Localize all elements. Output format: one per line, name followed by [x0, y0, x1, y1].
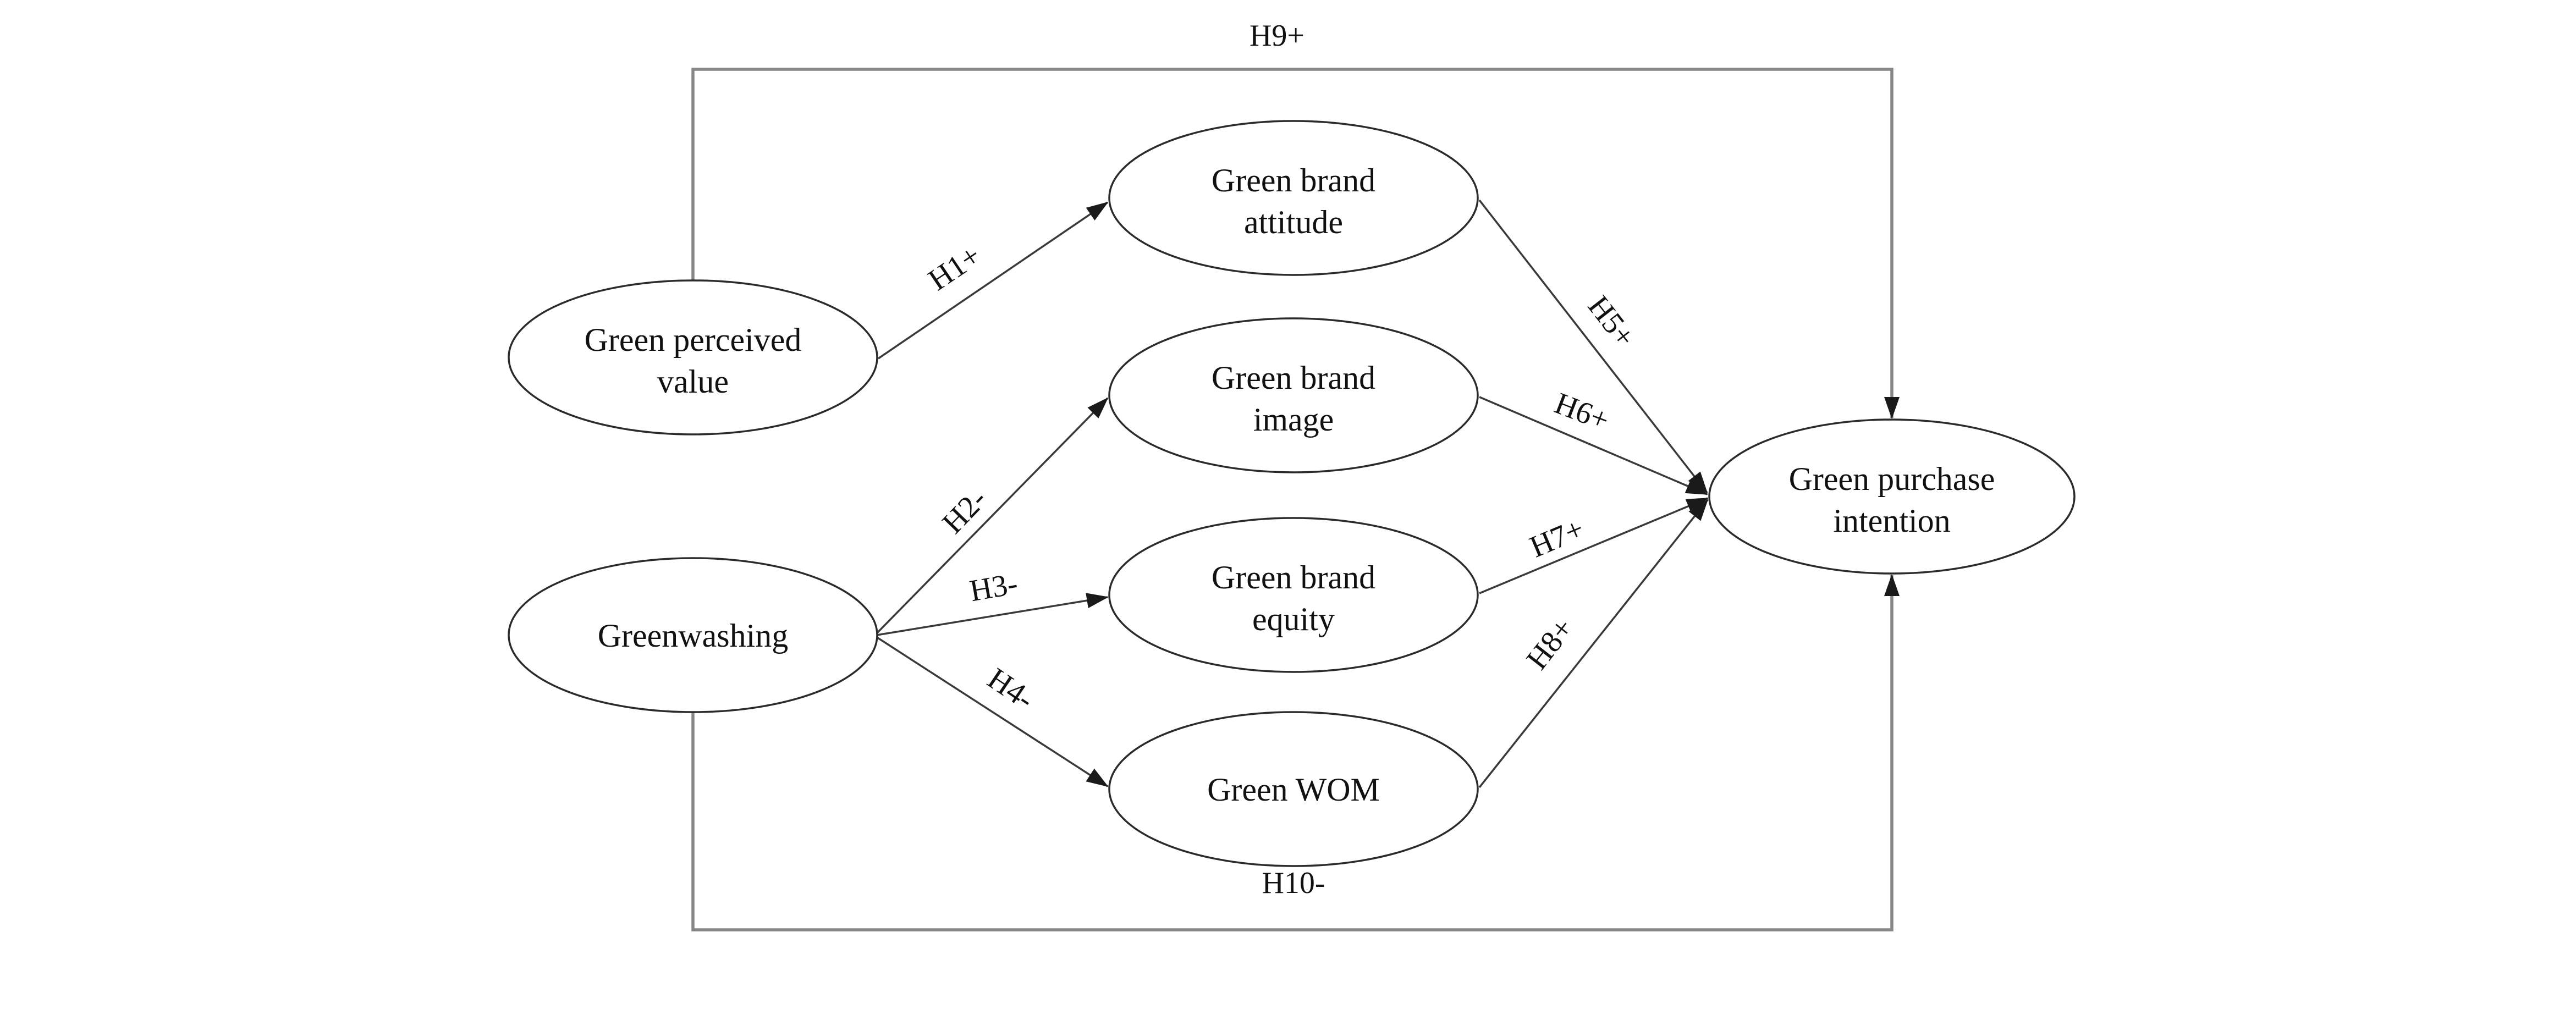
node-green-brand-equity: Green brand equity [1108, 517, 1479, 673]
node-ellipse-green-perceived-value [508, 279, 878, 435]
node-label-green-wom: Green WOM [1207, 771, 1380, 808]
node-ellipse-green-purchase-intention [1708, 418, 2076, 575]
node-greenwashing: Greenwashing [508, 557, 878, 713]
edge-label-h10: H10- [1262, 866, 1325, 900]
node-green-perceived-value: Green perceived value [508, 279, 878, 435]
edge-h8 [1478, 499, 1709, 789]
node-label-line: attitude [1244, 204, 1343, 240]
edge-h3 [876, 593, 1109, 636]
edge-h6 [1479, 396, 1708, 495]
frame-path-h10 [691, 574, 1900, 931]
node-label-line: Green purchase [1789, 461, 1995, 497]
node-ellipse-greenwashing [508, 557, 878, 713]
edge-h4 [877, 637, 1109, 787]
node-ellipse-green-brand-equity [1108, 517, 1479, 673]
node-green-wom: Green WOM [1108, 711, 1479, 867]
node-label-line: intention [1833, 503, 1950, 539]
node-label-line: Green brand [1212, 360, 1375, 396]
node-label-line: value [657, 363, 729, 400]
edge-h2 [876, 397, 1109, 635]
node-ellipse-green-brand-image [1108, 317, 1479, 473]
node-green-purchase-intention: Green purchase intention [1708, 418, 2076, 575]
node-label-line: Green WOM [1207, 771, 1380, 808]
edge-label-h9: H9+ [1250, 19, 1304, 53]
node-label-line: Green perceived [585, 322, 802, 358]
edge-label-h3: H3- [967, 566, 1021, 608]
node-green-brand-attitude: Green brand attitude [1108, 120, 1479, 276]
node-label-line: Green brand [1212, 162, 1375, 199]
edge-h7 [1479, 497, 1709, 594]
node-label-line: image [1253, 401, 1334, 438]
node-green-brand-image: Green brand image [1108, 317, 1479, 473]
node-label-green-perceived-value: Green perceived value [585, 322, 802, 400]
edge-h1 [878, 201, 1109, 360]
node-ellipse-green-wom [1108, 711, 1479, 867]
frame-path-h9 [691, 68, 1900, 419]
node-label-greenwashing: Greenwashing [598, 618, 789, 654]
node-label-line: Greenwashing [598, 618, 789, 654]
node-label-line: Green brand [1212, 559, 1375, 596]
node-label-green-brand-image: Green brand image [1212, 360, 1375, 438]
node-label-green-brand-equity: Green brand equity [1212, 559, 1375, 637]
node-label-line: equity [1252, 601, 1335, 637]
edge-h5 [1478, 199, 1708, 494]
node-label-green-purchase-intention: Green purchase intention [1789, 461, 1995, 539]
node-label-green-brand-attitude: Green brand attitude [1212, 162, 1375, 240]
node-ellipse-green-brand-attitude [1108, 120, 1479, 276]
